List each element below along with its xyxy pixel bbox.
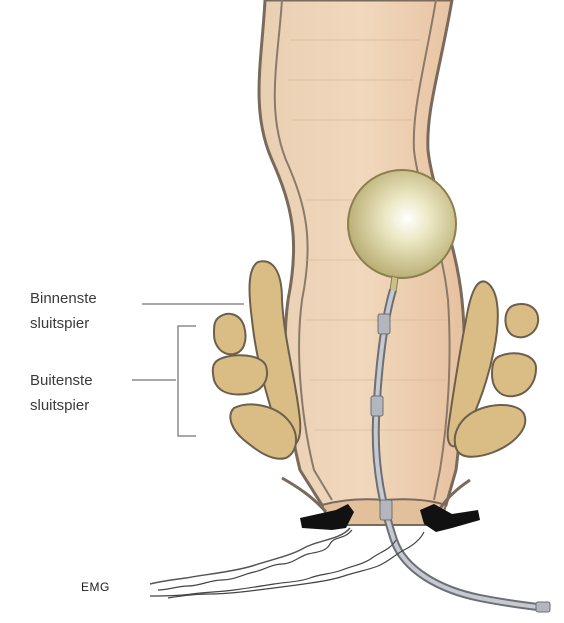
outer-sphincter-label: Buitenste sluitspier bbox=[30, 368, 93, 418]
inner-sphincter-label: Binnenste sluitspier bbox=[30, 286, 97, 336]
external-sphincter-right-2 bbox=[492, 353, 536, 396]
balloon bbox=[348, 170, 456, 278]
inner-sphincter-label-line2: sluitspier bbox=[30, 311, 97, 336]
external-sphincter-left-2 bbox=[213, 355, 267, 394]
outer-sphincter-bracket bbox=[178, 326, 196, 436]
outer-sphincter-label-line1: Buitenste bbox=[30, 368, 93, 393]
emg-electrode-right bbox=[420, 504, 480, 532]
outer-sphincter-label-line2: sluitspier bbox=[30, 393, 93, 418]
external-sphincter-right-1 bbox=[505, 304, 538, 337]
emg-label: EMG bbox=[81, 580, 110, 594]
inner-sphincter-label-line1: Binnenste bbox=[30, 286, 97, 311]
emg-wire-loops-3 bbox=[168, 532, 424, 598]
external-sphincter-left-1 bbox=[214, 314, 246, 354]
